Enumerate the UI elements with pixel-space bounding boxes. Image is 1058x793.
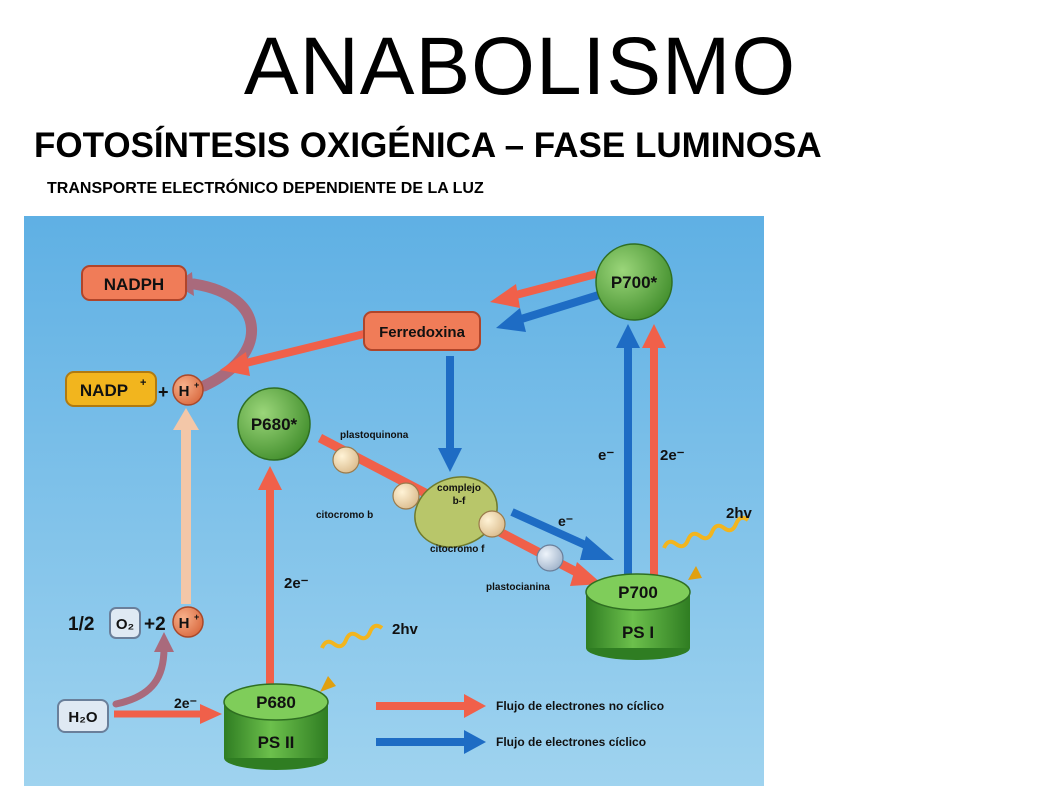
h-plus-bottom-node: H +	[172, 606, 204, 638]
h2o-label: H₂O	[68, 709, 97, 726]
legend-cyclic-arrowhead	[464, 730, 486, 754]
p680star-to-p700-arrowhead	[570, 562, 602, 586]
two-e-label-ps1: 2e⁻	[660, 447, 685, 464]
p680-star-label: P680*	[251, 415, 298, 434]
nadph-label: NADPH	[104, 275, 164, 294]
plastoquinona-bead	[332, 446, 360, 474]
p700star-to-ferredoxina-arrowhead	[490, 284, 520, 308]
plus-two-label: +2	[144, 614, 166, 635]
diagram-caption: TRANSPORTE ELECTRÓNICO DEPENDIENTE DE LA…	[47, 180, 484, 197]
light-ps1-wave	[662, 515, 750, 549]
nadph-formation-arrow	[188, 278, 258, 392]
plastocianina-label: plastocianina	[486, 582, 550, 593]
p700star-to-ferredoxina-arrow	[510, 270, 598, 300]
legend-cyclic-label: Flujo de electrones cíclico	[496, 735, 646, 749]
h-plus-top-node: H +	[172, 374, 204, 406]
photosynthesis-diagram: NADPH NADP + + H + Ferredoxina P700* P68…	[24, 216, 764, 786]
h-plus-bottom-sup: +	[194, 612, 199, 622]
ferredoxina-label: Ferredoxina	[379, 324, 466, 341]
o2-label: O₂	[116, 616, 134, 633]
light-inputs	[320, 515, 750, 692]
citocromo-b-label: citocromo b	[316, 510, 373, 521]
ferredoxina-node: Ferredoxina	[363, 311, 481, 351]
nadp-label: NADP	[80, 381, 128, 400]
cyclic-e-arrowhead	[580, 536, 614, 560]
plastocianina-bead	[536, 544, 564, 572]
ferredoxina-to-complejo-arrowhead	[438, 448, 462, 472]
nadp-node: NADP +	[65, 371, 157, 407]
h2o-to-ps2-arrowhead	[200, 704, 222, 724]
p700star-to-ferredoxina-cyclic-arrow	[516, 290, 604, 324]
ps1-node: P700 PS I	[585, 573, 691, 660]
p680-star-node: P680*	[237, 387, 311, 461]
ps2-label: PS II	[258, 733, 295, 752]
e-label-cyclic: e⁻	[558, 513, 573, 529]
citocromo-f-label: citocromo f	[430, 544, 485, 555]
h2o-node: H₂O	[57, 699, 109, 733]
legend-noncyclic-label: Flujo de electrones no cíclico	[496, 699, 664, 713]
light-ps2-wave	[320, 623, 384, 649]
legend-noncyclic-arrowhead	[464, 694, 486, 718]
ferredoxina-to-nadp-arrow	[241, 330, 365, 368]
ps1-to-p700star-cyclic-arrowhead	[616, 324, 640, 348]
two-e-label-h2o: 2e⁻	[174, 695, 197, 711]
two-e-label-ps2: 2e⁻	[284, 575, 309, 592]
page-title: ANABOLISMO	[243, 21, 797, 112]
nadp-superscript: +	[140, 377, 146, 389]
o2-node: O₂	[109, 607, 141, 639]
p700-star-node: P700*	[595, 243, 673, 321]
legend: Flujo de electrones no cíclico Flujo de …	[376, 694, 664, 754]
arrows	[112, 270, 666, 724]
p700-star-label: P700*	[611, 273, 658, 292]
p700-label: P700	[618, 583, 658, 602]
plus-sign: +	[158, 382, 169, 402]
h-plus-bottom-label: H	[179, 615, 190, 632]
plastoquinona-label: plastoquinona	[340, 430, 409, 441]
ps2-node: P680 PS II	[223, 683, 329, 770]
two-hv-label-ps2: 2hv	[392, 621, 419, 638]
proton-transfer-arrowhead	[173, 408, 199, 430]
h-plus-top-sup: +	[194, 380, 199, 390]
cyclic-e-arrow	[510, 508, 594, 552]
p680-label: P680	[256, 693, 296, 712]
complejo-bf-node: complejo b-f	[414, 476, 498, 548]
h-plus-top-label: H	[179, 383, 190, 400]
e-label-ps1: e⁻	[598, 447, 614, 464]
bf-label: b-f	[453, 496, 466, 507]
ps1-label: PS I	[622, 623, 654, 642]
citocromo-f-bead	[478, 510, 506, 538]
citocromo-b-bead	[392, 482, 420, 510]
ps1-to-p700star-arrowhead	[642, 324, 666, 348]
half-label: 1/2	[68, 614, 94, 635]
ps2-to-p680star-arrowhead	[258, 466, 282, 490]
complejo-label: complejo	[437, 483, 481, 494]
light-ps1-arrowhead	[688, 566, 702, 580]
h2o-split-arrowhead	[154, 632, 174, 652]
page-subtitle: FOTOSÍNTESIS OXIGÉNICA – FASE LUMINOSA	[34, 126, 822, 165]
p700star-to-ferredoxina-cyclic-arrowhead	[496, 308, 526, 332]
nadph-node: NADPH	[81, 265, 187, 301]
light-ps2-arrowhead	[320, 676, 336, 692]
two-hv-label-ps1: 2hv	[726, 505, 753, 522]
ferredoxina-to-nadp-arrowhead	[220, 352, 250, 376]
h2o-split-arrow	[112, 644, 168, 708]
